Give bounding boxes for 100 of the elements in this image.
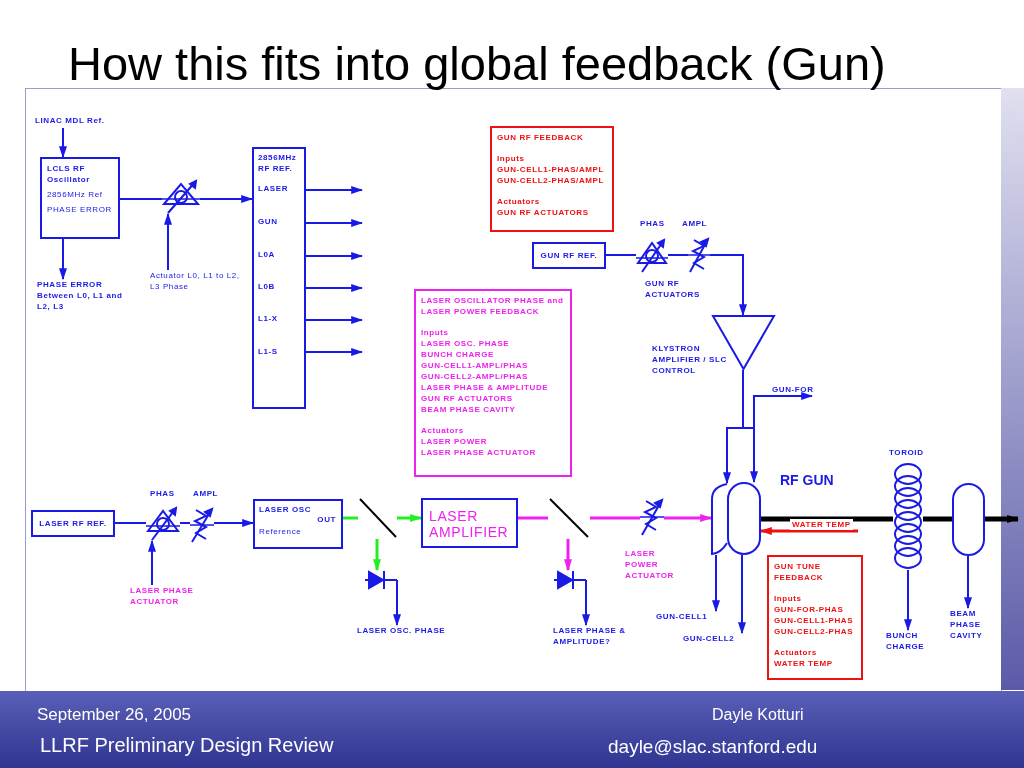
signal-label: GUN-CELL2 (683, 633, 742, 645)
arrow (213, 519, 254, 527)
photodiode-icon (365, 570, 397, 590)
signal-label: LINAC MDL Ref. (35, 115, 125, 128)
laser-oscillator-box (253, 499, 343, 549)
box-text: GUN-CELL2-PHAS/AMPL (497, 175, 605, 186)
signal-label: GUN RF ACTUATORS (645, 278, 701, 300)
box-heading: LASER RF REF. (38, 518, 108, 530)
box-heading: GUN TUNE FEEDBACK (774, 561, 825, 583)
box-text: Inputs (421, 327, 450, 338)
arrow (964, 555, 972, 609)
box-text: L1-X (258, 313, 279, 324)
box-text: LASER (258, 183, 290, 194)
arrow (664, 514, 712, 522)
connector-line (343, 516, 358, 520)
box-text: OUT (317, 514, 336, 525)
beam-splitter-icon (548, 497, 590, 539)
arrow (738, 554, 746, 634)
arrow (373, 539, 381, 571)
box-heading: GUN RF FEEDBACK (497, 132, 585, 143)
box-text: Reference (259, 526, 302, 537)
edge-label: WATER TEMP (790, 519, 853, 530)
box-heading: GUN RF REF. (539, 250, 599, 262)
arrow (712, 554, 720, 612)
arrow (305, 219, 363, 227)
beam-splitter-icon (358, 497, 398, 539)
connector-line (605, 254, 637, 256)
box-text: GUN-CELL1-PHAS/AMPL (497, 164, 605, 175)
signal-label: BUNCH CHARGE (886, 630, 936, 654)
gun-half-cell-icon (711, 483, 727, 555)
symbol-label: LASER POWER ACTUATOR (625, 548, 675, 581)
laser-amplifier-box (421, 498, 518, 548)
arrow (305, 284, 363, 292)
feedback-box (490, 126, 614, 232)
box-text: L0B (258, 281, 276, 292)
arrow (760, 527, 858, 535)
box-text: GUN-FOR-PHAS (774, 604, 845, 615)
reference-box (532, 242, 606, 269)
signal-label: PHASE ERROR Between L0, L1 and L2, L3 (37, 279, 137, 317)
actuator-label: Actuator L0, L1 to L2, L3 Phase (150, 270, 240, 304)
box-heading: LASER OSCILLATOR PHASE and LASER POWER FEEDBACK (421, 295, 565, 317)
box-text: L1-S (258, 346, 279, 357)
box-text: LASER OSC. PHASE (421, 338, 511, 349)
gun-cell-icon (727, 482, 761, 555)
attenuator-icon (190, 506, 214, 544)
connector-line (179, 522, 191, 524)
arrow (305, 316, 363, 324)
reference-box (31, 510, 115, 537)
arrow (305, 186, 363, 194)
box-text: PHASE ERROR (47, 204, 113, 215)
arrow (393, 579, 401, 626)
box-text: LASER POWER (421, 436, 489, 447)
footer-title: LLRF Preliminary Design Review (40, 734, 334, 757)
arrow (723, 369, 744, 484)
box-text: Inputs (774, 593, 803, 604)
box-text: GUN RF ACTUATORS (497, 207, 590, 218)
arrow (164, 213, 172, 271)
box-text: GUN-CELL1-PHAS (774, 615, 855, 626)
beam-line (985, 515, 1019, 523)
arrow (148, 540, 156, 586)
box-text: WATER TEMP (774, 658, 834, 669)
box-text: LASER PHASE ACTUATOR (421, 447, 537, 458)
box-text: LASER PHASE & AMPLITUDE (421, 382, 550, 393)
author-email: dayle@slac.stanford.edu (608, 736, 818, 758)
signal-label: LASER OSC. PHASE (357, 625, 457, 637)
toroid-coil-icon (893, 462, 923, 570)
phase-shifter-icon (636, 237, 668, 273)
oscillator-box (40, 157, 120, 239)
arrow (582, 579, 590, 626)
beam-line (923, 516, 952, 522)
arrow (709, 254, 747, 316)
arrow (59, 127, 67, 158)
symbol-label: KLYSTRON AMPLIFIER / SLC CONTROL (652, 343, 728, 376)
actuator-label: LASER PHASE ACTUATOR (130, 585, 210, 609)
box-text: GUN-CELL2-AMPL/PHAS (421, 371, 529, 382)
box-text: GUN-CELL2-PHAS (774, 626, 855, 637)
box-heading: LASER OSC (259, 504, 312, 515)
arrow (904, 569, 912, 631)
box-text: GUN (258, 216, 279, 227)
signal-label: LASER PHASE & AMPLITUDE? (553, 625, 643, 649)
author-name: Dayle Kotturi (712, 706, 804, 724)
box-text: 2856MHz Ref (47, 189, 104, 200)
symbol-label: RF GUN (780, 472, 835, 488)
arrow (59, 238, 67, 280)
box-text: BUNCH CHARGE (421, 349, 495, 360)
symbol-label: TOROID (889, 447, 925, 458)
signal-label: GUN-CELL1 (656, 611, 716, 623)
symbol-label: PHAS (150, 488, 176, 499)
box-text: L0A (258, 249, 276, 260)
connector-line (114, 522, 147, 524)
arrow (305, 348, 363, 356)
connector-line (518, 516, 548, 520)
beam-line (761, 516, 893, 522)
slide-title: How this fits into global feedback (Gun) (68, 36, 886, 92)
box-text: GUN RF ACTUATORS (421, 393, 514, 404)
box-text: GUN-CELL1-AMPL/PHAS (421, 360, 529, 371)
box-heading: 2856MHz RF REF. (258, 152, 298, 174)
box-text: BEAM PHASE CAVITY (421, 404, 517, 415)
connector-line (590, 516, 640, 520)
connector-line (667, 254, 689, 256)
